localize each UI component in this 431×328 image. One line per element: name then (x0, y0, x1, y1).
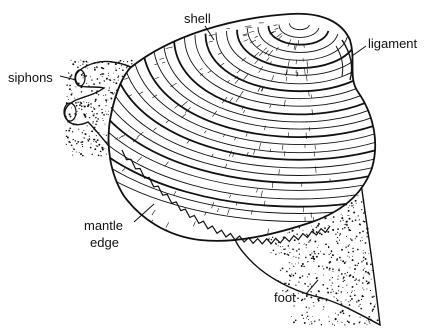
ligament-label: ligament (368, 36, 418, 51)
mantle-edge-label-line1: mantle (84, 218, 123, 233)
mantle-edge-label-line2: edge (90, 235, 119, 250)
foot-label: foot (274, 290, 296, 305)
siphons-leader-line (60, 76, 76, 80)
siphons-label: siphons (8, 70, 53, 85)
shell-label: shell (184, 11, 211, 26)
ligament-leader-line (352, 46, 366, 56)
